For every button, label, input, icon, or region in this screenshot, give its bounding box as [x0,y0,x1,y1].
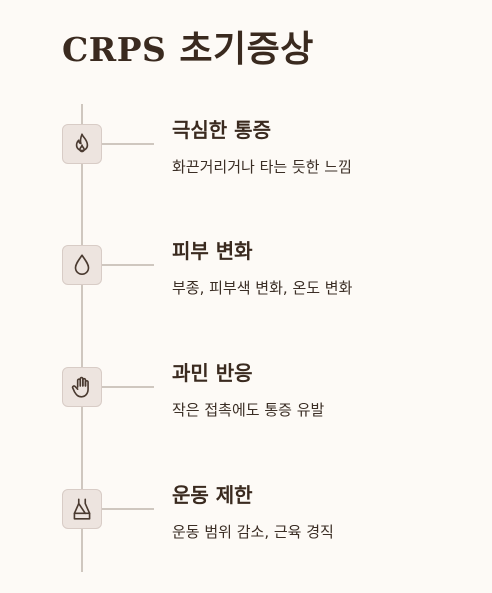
title-latin: CRPS [62,30,167,69]
droplet-icon [62,245,102,285]
symptom-description: 작은 접촉에도 통증 유발 [172,401,325,419]
symptom-item-hypersensitivity: 과민 반응 작은 접촉에도 통증 유발 [0,361,492,467]
symptom-description: 운동 범위 감소, 근육 경직 [172,523,334,541]
dumbbell-icon [62,489,102,529]
connector-line [102,386,154,388]
connector-line [102,143,154,145]
symptom-title: 과민 반응 [172,361,253,385]
flame-icon [62,124,102,164]
symptom-item-movement: 운동 제한 운동 범위 감소, 근육 경직 [0,483,492,589]
connector-line [102,264,154,266]
symptom-title: 극심한 통증 [172,118,271,142]
symptom-description: 부종, 피부색 변화, 온도 변화 [172,279,353,297]
symptom-description: 화끈거리거나 타는 듯한 느낌 [172,158,352,176]
connector-line [102,508,154,510]
hand-icon [62,367,102,407]
symptom-title: 운동 제한 [172,483,253,507]
page-title: CRPS 초기증상 [62,20,314,72]
timeline-line [81,104,83,572]
title-korean: 초기증상 [179,29,314,70]
symptom-item-skin: 피부 변화 부종, 피부색 변화, 온도 변화 [0,239,492,345]
symptom-item-pain: 극심한 통증 화끈거리거나 타는 듯한 느낌 [0,118,492,224]
symptom-title: 피부 변화 [172,239,253,263]
